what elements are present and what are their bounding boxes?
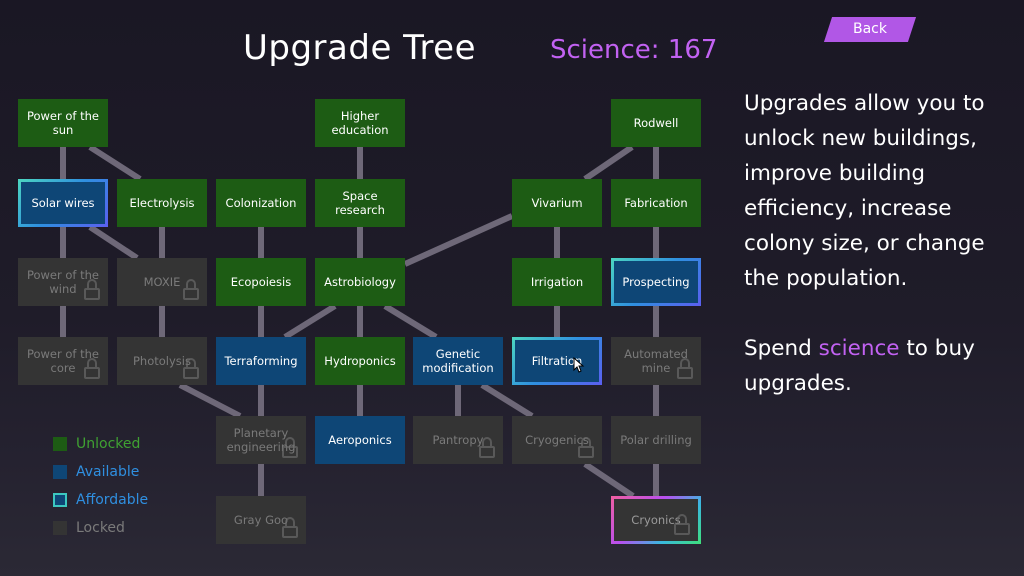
legend-label: Affordable <box>76 492 149 508</box>
upgrade-label: MOXIE <box>143 275 181 289</box>
legend-label: Available <box>76 464 140 480</box>
info-paragraph: Upgrades allow you to unlock new buildin… <box>744 91 985 291</box>
legend-swatch <box>53 465 67 479</box>
upgrade-power-of-the-core[interactable]: Power of the core <box>18 337 108 385</box>
upgrade-label: Higher education <box>331 109 389 137</box>
upgrade-ecopoiesis[interactable]: Ecopoiesis <box>216 258 306 306</box>
upgrade-polar-drilling[interactable]: Polar drilling <box>611 416 701 464</box>
upgrade-genetic-modification[interactable]: Genetic modification <box>413 337 503 385</box>
upgrade-label: Vivarium <box>531 196 583 210</box>
upgrade-label: Pantropy <box>432 433 484 447</box>
lock-icon <box>578 437 594 459</box>
legend-swatch <box>53 437 67 451</box>
upgrade-higher-education[interactable]: Higher education <box>315 99 405 147</box>
info-text: to buy upgrades. <box>744 336 975 396</box>
back-button-label: Back <box>853 21 887 37</box>
upgrade-label: Space research <box>335 189 385 217</box>
upgrade-solar-wires[interactable]: Solar wires <box>18 179 108 227</box>
mouse-cursor-icon <box>573 357 585 373</box>
upgrade-electrolysis[interactable]: Electrolysis <box>117 179 207 227</box>
upgrade-label: Automated mine <box>624 347 688 375</box>
upgrade-label: Solar wires <box>31 196 95 210</box>
upgrade-label: Aeroponics <box>328 433 392 447</box>
legend-label: Locked <box>76 520 125 536</box>
legend-swatch <box>53 521 67 535</box>
upgrade-label: Planetary engineering <box>226 426 296 454</box>
upgrade-filtration[interactable]: Filtration <box>512 337 602 385</box>
upgrade-prospecting[interactable]: Prospecting <box>611 258 701 306</box>
upgrade-fabrication[interactable]: Fabrication <box>611 179 701 227</box>
lock-icon <box>674 514 690 536</box>
lock-icon <box>183 358 199 380</box>
upgrade-astrobiology[interactable]: Astrobiology <box>315 258 405 306</box>
upgrade-label: Genetic modification <box>422 347 494 375</box>
upgrade-moxie[interactable]: MOXIE <box>117 258 207 306</box>
info-paragraph-spend: Spend science to buy upgrades. <box>744 331 1014 401</box>
upgrade-label: Power of the sun <box>26 109 100 137</box>
upgrade-terraforming[interactable]: Terraforming <box>216 337 306 385</box>
upgrade-label: Polar drilling <box>620 433 692 447</box>
upgrade-label: Fabrication <box>624 196 688 210</box>
upgrade-label: Gray Goo <box>233 513 289 527</box>
info-panel: Upgrades allow you to unlock new buildin… <box>744 86 1014 401</box>
upgrade-power-of-the-sun[interactable]: Power of the sun <box>18 99 108 147</box>
legend-swatch <box>53 493 67 507</box>
upgrade-cryonics[interactable]: Cryonics <box>611 496 701 544</box>
lock-icon <box>84 358 100 380</box>
upgrade-automated-mine[interactable]: Automated mine <box>611 337 701 385</box>
upgrade-label: Hydroponics <box>324 354 396 368</box>
lock-icon <box>282 517 298 539</box>
upgrade-label: Filtration <box>531 354 583 368</box>
lock-icon <box>282 437 298 459</box>
upgrade-rodwell[interactable]: Rodwell <box>611 99 701 147</box>
lock-icon <box>677 358 693 380</box>
upgrade-label: Colonization <box>225 196 297 210</box>
upgrade-label: Irrigation <box>530 275 584 289</box>
info-text: Spend <box>744 336 819 361</box>
upgrade-label: Power of the wind <box>26 268 100 296</box>
legend-item-unlocked: Unlocked <box>53 430 148 458</box>
upgrade-planetary-engineering[interactable]: Planetary engineering <box>216 416 306 464</box>
upgrade-label: Ecopoiesis <box>230 275 292 289</box>
legend-item-available: Available <box>53 458 148 486</box>
upgrade-gray-goo[interactable]: Gray Goo <box>216 496 306 544</box>
upgrade-label: Photolysis <box>133 354 191 368</box>
upgrade-label: Power of the core <box>26 347 100 375</box>
back-button[interactable]: Back <box>823 17 917 42</box>
legend: Unlocked Available Affordable Locked <box>53 430 148 542</box>
upgrade-label: Rodwell <box>633 116 679 130</box>
upgrade-label: Prospecting <box>622 275 690 289</box>
upgrade-label: Cryogenics <box>525 433 589 447</box>
upgrade-colonization[interactable]: Colonization <box>216 179 306 227</box>
science-counter: Science: 167 <box>550 35 718 65</box>
upgrade-space-research[interactable]: Space research <box>315 179 405 227</box>
upgrade-photolysis[interactable]: Photolysis <box>117 337 207 385</box>
upgrade-irrigation[interactable]: Irrigation <box>512 258 602 306</box>
upgrade-label: Cryonics <box>631 513 681 527</box>
upgrade-aeroponics[interactable]: Aeroponics <box>315 416 405 464</box>
upgrade-label: Terraforming <box>224 354 298 368</box>
lock-icon <box>479 437 495 459</box>
page-title: Upgrade Tree <box>243 28 477 68</box>
upgrade-vivarium[interactable]: Vivarium <box>512 179 602 227</box>
upgrade-label: Electrolysis <box>129 196 195 210</box>
upgrade-label: Astrobiology <box>324 275 396 289</box>
upgrade-hydroponics[interactable]: Hydroponics <box>315 337 405 385</box>
legend-label: Unlocked <box>76 436 141 452</box>
legend-item-affordable: Affordable <box>53 486 148 514</box>
science-highlight: science <box>818 336 900 361</box>
lock-icon <box>84 279 100 301</box>
legend-item-locked: Locked <box>53 514 148 542</box>
upgrade-pantropy[interactable]: Pantropy <box>413 416 503 464</box>
upgrade-power-of-the-wind[interactable]: Power of the wind <box>18 258 108 306</box>
upgrade-cryogenics[interactable]: Cryogenics <box>512 416 602 464</box>
lock-icon <box>183 279 199 301</box>
